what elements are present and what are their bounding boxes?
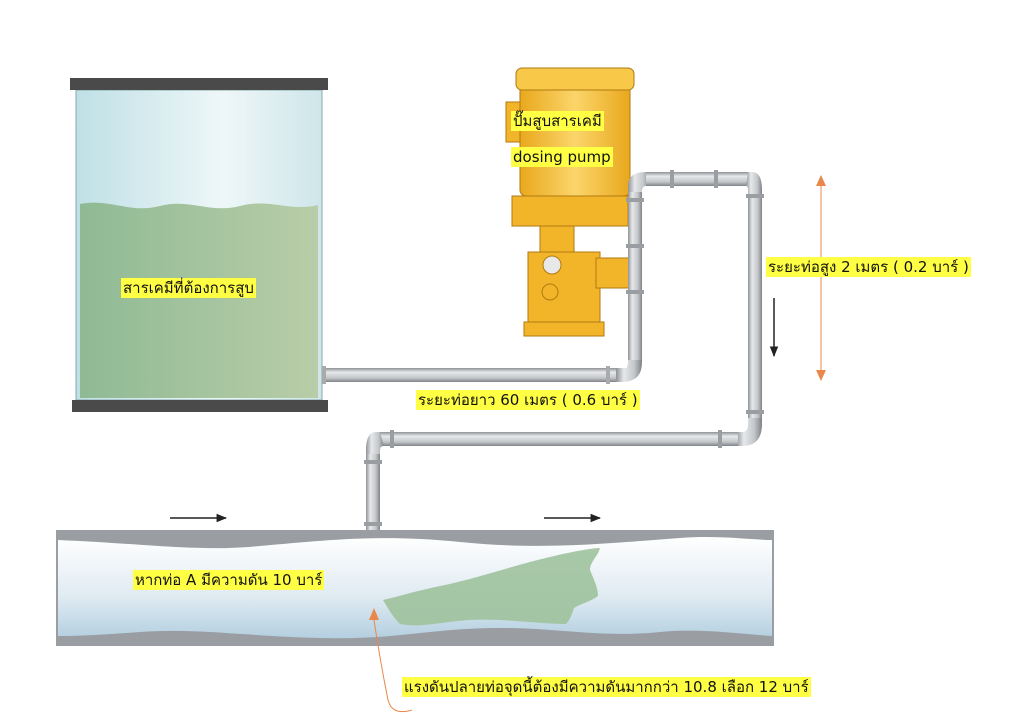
flow-arrows	[170, 298, 779, 523]
injection-point-label: แรงดันปลายท่อจุดนี้ต้องมีความดันมากกว่า …	[402, 677, 811, 697]
height-dimension	[816, 175, 826, 381]
main-pipe-a	[56, 530, 774, 646]
pump-label-thai: ปั๊มสูบสารเคมี	[511, 111, 604, 131]
injection-annotation-arrow	[369, 608, 413, 713]
horizontal-pipe-label: ระยะท่อยาว 60 เมตร ( 0.6 บาร์ )	[416, 390, 640, 410]
pump-label-english: dosing pump	[511, 147, 613, 167]
chemical-tank	[70, 78, 328, 412]
tank-label: สารเคมีที่ต้องการสูบ	[121, 278, 256, 298]
main-pipe-label: หากท่อ A มีความดัน 10 บาร์	[133, 570, 325, 590]
dosing-pump	[505, 67, 637, 337]
discharge-pipe	[364, 170, 764, 601]
vertical-pipe-label: ระยะท่อสูง 2 เมตร ( 0.2 บาร์ )	[766, 257, 971, 277]
suction-pipe	[322, 350, 642, 384]
